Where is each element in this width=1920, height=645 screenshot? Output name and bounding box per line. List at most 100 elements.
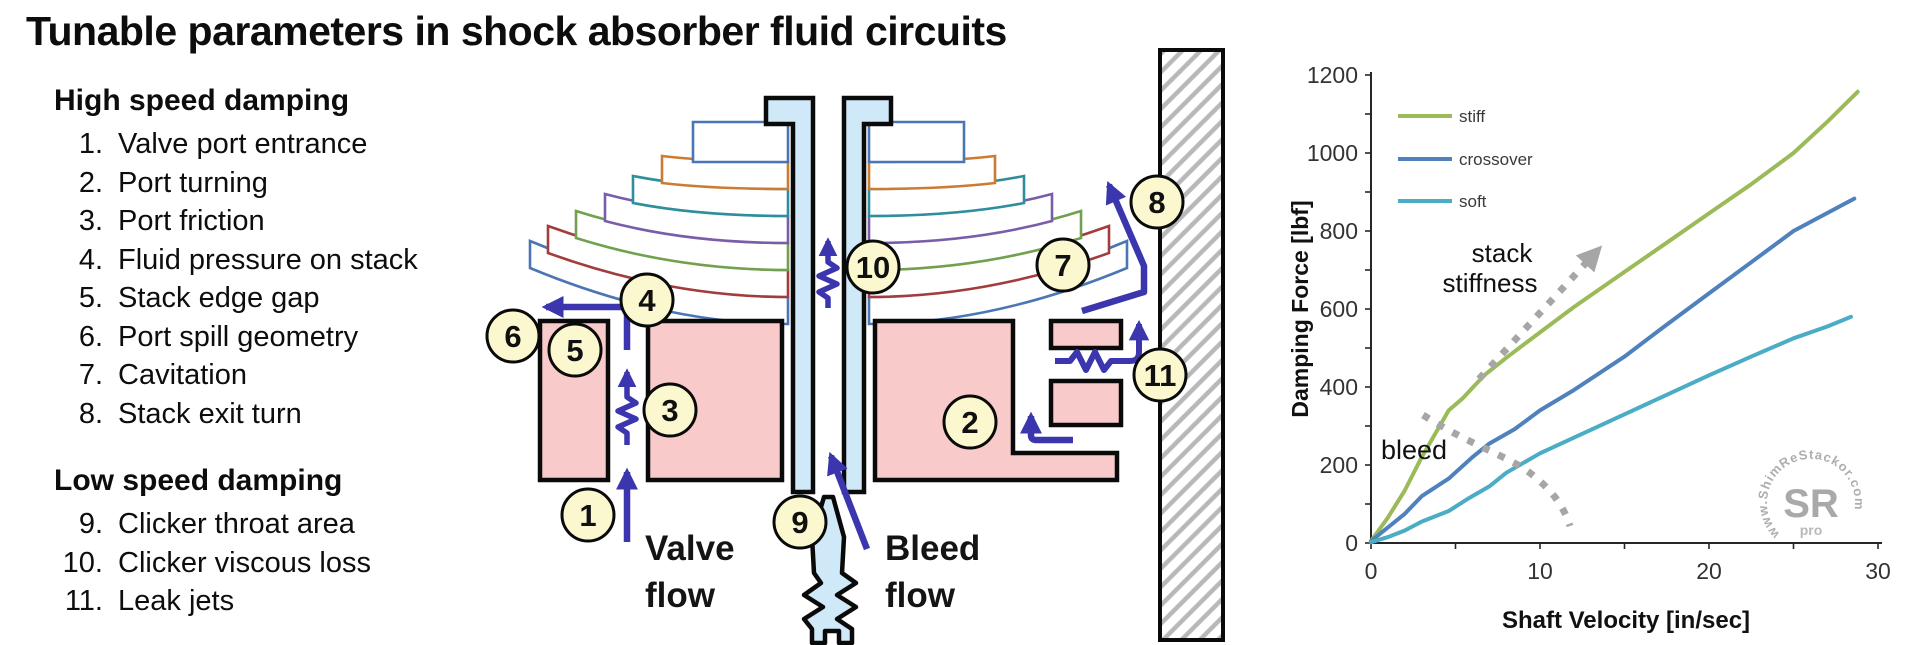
list-item-label: Fluid pressure on stack [118,243,418,276]
rod-tube-left [763,95,816,495]
list-item: 5.Stack edge gap [40,279,480,318]
damping-force-chart: 0 200 400 600 800 1000 1200 0 10 20 30 D… [1287,62,1891,634]
parameter-lists: High speed damping 1.Valve port entrance… [40,84,480,621]
list-item: 8.Stack exit turn [40,395,480,434]
svg-text:800: 800 [1320,218,1358,244]
leak-jet-block-upper [1048,318,1124,351]
number-badges: 1 2 3 4 5 6 7 8 9 10 11 [485,174,1188,550]
annotation-texts: stack stiffness bleed [1381,238,1537,465]
badge-8: 8 [1129,174,1185,230]
svg-text:7: 7 [1054,248,1071,283]
badge-9: 9 [772,494,828,550]
watermark: www.ShimReStackor.com SR pro [1755,447,1866,543]
svg-text:9: 9 [791,505,808,540]
stack-exit-arrow [1081,180,1148,315]
legend-label-soft: soft [1459,192,1487,211]
port-turning-arrow [1019,411,1073,444]
list-item: 3.Port friction [40,202,480,241]
svg-text:5: 5 [566,333,583,368]
clicker-rod [763,95,894,495]
svg-text:6: 6 [504,319,521,354]
valve-body-right-main [872,318,1120,483]
svg-text:10: 10 [856,250,890,285]
port-friction-arrow [615,368,639,445]
list-item-label: Valve port entrance [118,128,368,160]
list-item-label: Leak jets [118,585,235,617]
legend-label-stiff: stiff [1459,107,1485,126]
valve-flow-label-line2: flow [645,576,716,615]
clicker-viscous-arrow [816,237,840,308]
bleed-label: bleed [1381,435,1447,465]
badge-3: 3 [642,382,698,438]
high-speed-header: High speed damping [54,84,350,117]
flow-labels: Valve flow Bleed flow [645,529,980,615]
stack-stiffness-label-line1: stack [1472,238,1534,268]
svg-text:1200: 1200 [1307,62,1358,88]
x-axis-title: Shaft Velocity [in/sec] [1502,607,1750,634]
badge-7: 7 [1035,237,1091,293]
svg-text:11: 11 [1144,358,1177,393]
list-item-label: Cavitation [118,359,247,391]
list-item-label: Clicker throat area [118,508,355,540]
list-item-label: Clicker viscous loss [118,546,371,579]
legend-item-crossover: crossover [1398,150,1533,169]
list-item: 1.Valve port entrance [40,125,480,164]
shim-stack-right [867,120,1129,326]
low-speed-header: Low speed damping [54,464,343,497]
bleed-flow-arrow [827,451,871,551]
svg-text:30: 30 [1865,558,1891,584]
list-item-label: Port friction [118,205,265,237]
list-item: 9.Clicker throat area [40,505,480,544]
list-item-label: Port spill geometry [118,320,359,353]
shock-valve-diagram: Valve flow Bleed flow 1 2 3 4 5 6 7 8 9 … [485,48,1225,645]
badge-1: 1 [560,487,616,543]
svg-text:10: 10 [1527,558,1553,584]
badge-11: 11 [1132,347,1188,403]
legend-item-soft: soft [1398,192,1487,211]
badge-10: 10 [845,239,901,295]
series-crossover-line [1369,196,1857,543]
watermark-sr: SR [1783,482,1839,526]
x-tick-labels: 0 10 20 30 [1365,558,1891,584]
y-axis-title: Damping Force [lbf] [1287,200,1313,417]
svg-text:20: 20 [1696,558,1722,584]
stack-stiffness-label-line2: stiffness [1443,268,1538,298]
legend-label-crossover: crossover [1459,150,1533,169]
rod-tube-right [841,95,894,495]
leak-jet-block-lower [1048,378,1124,428]
stack-stiffness-arrow [1476,245,1603,382]
list-item-label: Stack edge gap [118,282,320,314]
bleed-dashed-curve [1421,412,1574,528]
svg-text:2: 2 [961,405,978,440]
list-item: 2.Port turning [40,164,480,203]
series-lines [1369,89,1860,545]
svg-text:0: 0 [1365,558,1378,584]
leak-jet-arrow [1055,319,1150,373]
svg-text:3: 3 [661,393,678,428]
svg-text:0: 0 [1345,530,1358,556]
badge-6: 6 [485,308,541,364]
list-item: 7.Cavitation [40,356,480,395]
page-title: Tunable parameters in shock absorber flu… [26,8,1007,54]
series-soft-line [1369,314,1853,545]
badge-2: 2 [942,394,998,450]
list-item-label: Port turning [118,166,268,199]
svg-text:400: 400 [1320,374,1358,400]
y-tick-labels: 0 200 400 600 800 1000 1200 [1307,62,1358,556]
svg-text:600: 600 [1320,296,1358,322]
list-item: 6.Port spill geometry [40,318,480,357]
cylinder-wall [1158,48,1225,642]
badge-5: 5 [547,322,603,378]
svg-text:1000: 1000 [1307,140,1358,166]
legend-item-stiff: stiff [1398,107,1485,126]
legend: stiff crossover soft [1398,107,1533,211]
series-stiff-line [1369,89,1860,543]
valve-flow-label-line1: Valve [645,529,735,568]
svg-text:200: 200 [1320,452,1358,478]
svg-text:8: 8 [1148,185,1165,220]
svg-text:1: 1 [579,498,596,533]
list-item-label: Stack exit turn [118,397,302,430]
list-item: 11.Leak jets [40,582,480,621]
list-item: 10.Clicker viscous loss [40,544,480,583]
